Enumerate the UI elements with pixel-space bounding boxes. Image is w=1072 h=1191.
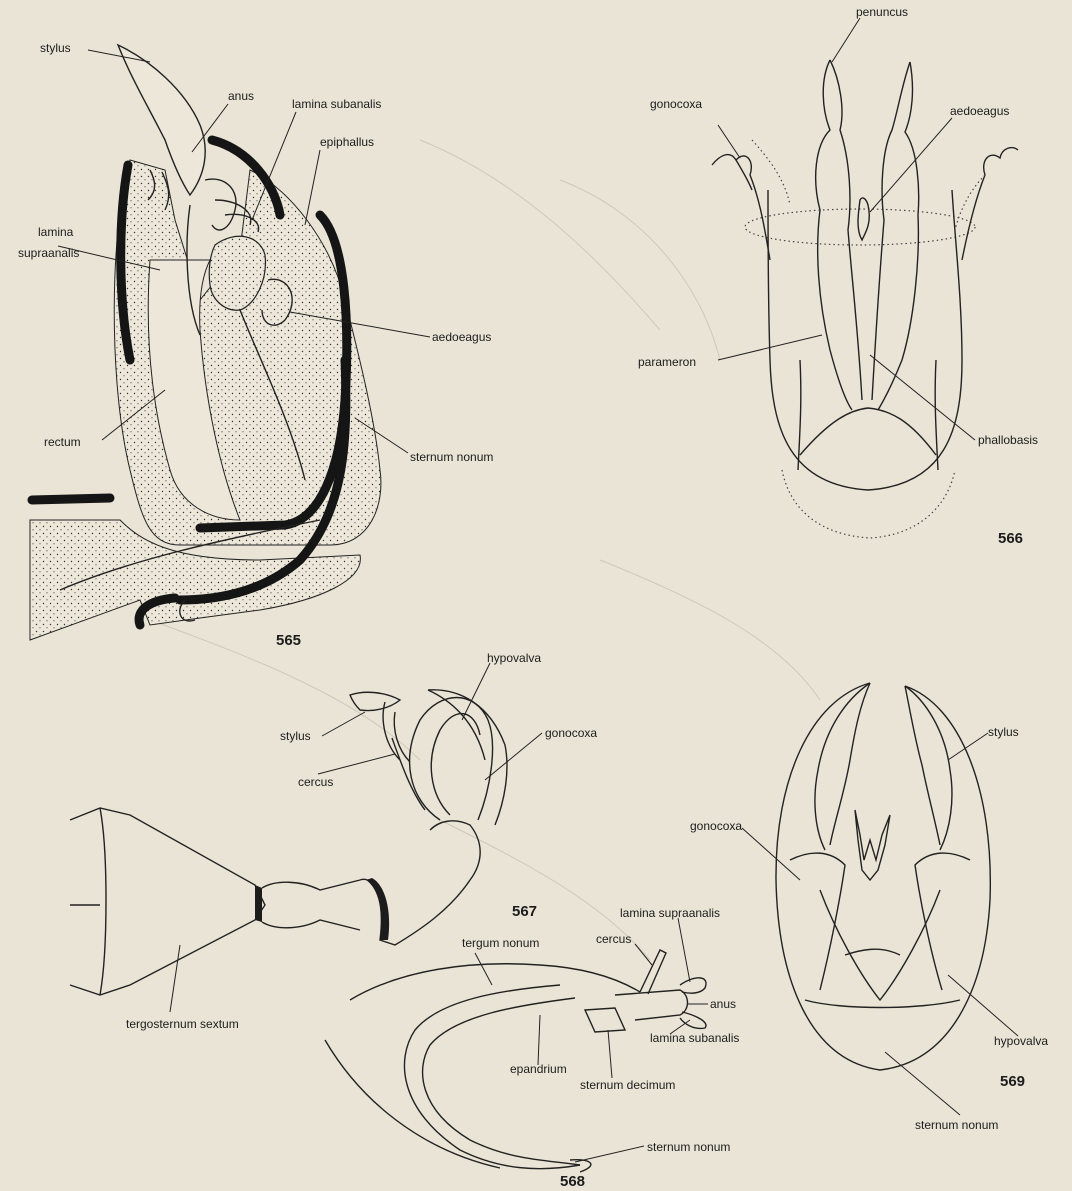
- cercus-568: [640, 950, 666, 994]
- label-567-hypovalva: hypovalva: [487, 651, 541, 665]
- label-568-sternum-decimum: sternum decimum: [580, 1078, 675, 1092]
- label-569-sternum-nonum: sternum nonum: [915, 1118, 998, 1132]
- stylus-567: [350, 692, 400, 710]
- aedoeagus-566: [858, 198, 869, 240]
- label-566-parameron: parameron: [638, 355, 696, 369]
- label-566-aedoeagus: aedoeagus: [950, 104, 1009, 118]
- label-565-rectum: rectum: [44, 435, 81, 449]
- label-567-gonocoxa: gonocoxa: [545, 726, 597, 740]
- label-569-stylus: stylus: [988, 725, 1019, 739]
- label-568-tergum-nonum: tergum nonum: [462, 936, 539, 950]
- gonocoxa-right: [962, 148, 1018, 260]
- label-565-anus: anus: [228, 89, 254, 103]
- label-566-gonocoxa: gonocoxa: [650, 97, 702, 111]
- sternum-nonum-outline-569: [776, 683, 990, 1070]
- figure-number-565: 565: [276, 632, 301, 649]
- central-processes-569: [855, 810, 890, 880]
- joint-sclerite-1: [255, 885, 262, 922]
- figure-566: penuncus gonocoxa aedoeagus parameron ph…: [638, 5, 1038, 547]
- label-569-hypovalva: hypovalva: [994, 1034, 1048, 1048]
- gonocoxa-567: [410, 698, 493, 821]
- figure-568: lamina supraanalis cercus tergum nonum a…: [325, 906, 739, 1190]
- label-565-stylus: stylus: [40, 41, 71, 55]
- label-565-supraanalis: supraanalis: [18, 246, 79, 260]
- label-568-cercus: cercus: [596, 932, 631, 946]
- figure-number-568: 568: [560, 1173, 585, 1190]
- sternum-decimum-plate: [585, 1008, 625, 1032]
- label-567-cercus: cercus: [298, 775, 333, 789]
- label-565-epiphallus: epiphallus: [320, 135, 374, 149]
- figure-565: stylus anus lamina subanalis epiphallus …: [18, 41, 493, 649]
- figure-569: stylus gonocoxa hypovalva sternum nonum …: [690, 683, 1048, 1132]
- label-569-gonocoxa: gonocoxa: [690, 819, 742, 833]
- label-565-sternum-nonum: sternum nonum: [410, 450, 493, 464]
- lamina-supraanalis-568: [680, 978, 706, 993]
- gonocoxa-left: [712, 155, 770, 260]
- tergum-nonum-outline: [350, 964, 640, 1000]
- figure-number-569: 569: [1000, 1073, 1025, 1090]
- stylus-569-right: [905, 686, 952, 850]
- label-565-lamina-subanalis: lamina subanalis: [292, 97, 381, 111]
- label-568-lamina-subanalis: lamina subanalis: [650, 1031, 739, 1045]
- penuncus-left: [816, 60, 852, 410]
- label-566-phallobasis: phallobasis: [978, 433, 1038, 447]
- lamina-subanalis-568: [680, 1012, 706, 1028]
- label-568-sternum-nonum: sternum nonum: [647, 1140, 730, 1154]
- joint-sclerite-2: [366, 878, 389, 940]
- label-567-tergosternum-sextum: tergosternum sextum: [126, 1017, 239, 1031]
- label-567-stylus: stylus: [280, 729, 311, 743]
- label-568-anus: anus: [710, 997, 736, 1011]
- figure-number-566: 566: [998, 530, 1023, 547]
- figure-number-567: 567: [512, 903, 537, 920]
- label-568-lamina-supraanalis: lamina supraanalis: [620, 906, 720, 920]
- label-565-aedoeagus: aedoeagus: [432, 330, 491, 344]
- sternum-nonum-568: [325, 1040, 500, 1168]
- stylus-569-left: [815, 683, 870, 850]
- dotted-basal-outline: [782, 470, 955, 538]
- label-566-penuncus: penuncus: [856, 5, 908, 19]
- figure-567: hypovalva stylus gonocoxa cercus tergost…: [70, 651, 597, 1031]
- dotted-lateral-outline: [745, 209, 975, 245]
- label-565-lamina: lamina: [38, 225, 74, 239]
- label-568-epandrium: epandrium: [510, 1062, 567, 1076]
- tergosternum-sextum-outline: [70, 808, 265, 995]
- hypovalva-567: [428, 690, 507, 825]
